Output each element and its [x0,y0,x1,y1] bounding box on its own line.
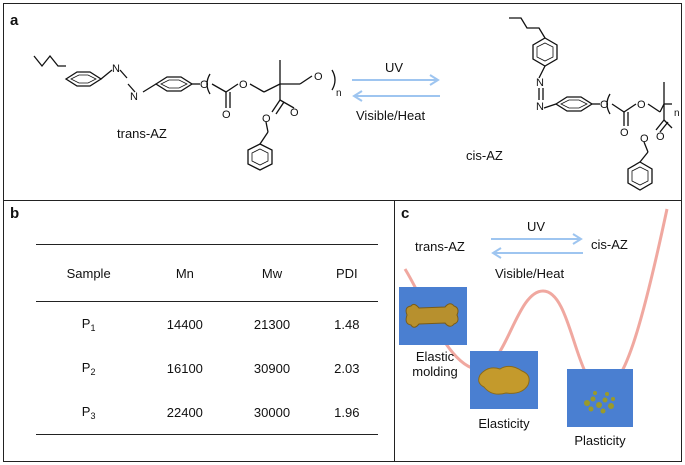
mw-cell: 21300 [253,316,291,332]
mw-cell: 30000 [228,390,316,435]
atom-o11: O [640,133,649,145]
visible-heat-label-a: Visible/Heat [356,108,426,123]
atom-o6: O [262,113,271,125]
panel-b-label: b [10,205,20,222]
panel-c: c UV trans-AZ cis-AZ Visible/Heat [394,200,682,462]
energy-landscape: UV trans-AZ cis-AZ Visible/Heat [403,208,669,391]
cis-az-structure [509,17,673,191]
molecular-weight-table: Sample Mn Mw PDI P1 14400 21300 1.48 P2 … [36,244,378,435]
panel-b: b Sample Mn Mw PDI P1 14400 21300 1.48 P… [3,200,395,462]
trans-az-structure [33,54,336,171]
table-header-row: Sample Mn Mw PDI [36,244,378,302]
sample-cell: P1 [81,315,96,333]
cis-az-label: cis-AZ [466,148,503,163]
mn-cell: 16100 [166,360,203,376]
elastic-molding-label: Elastic molding [412,349,458,379]
table-row: P1 14400 21300 1.48 [36,302,378,347]
energy-curve [403,208,669,391]
header-pdi: PDI [315,244,378,302]
film-sample-icon [478,365,530,395]
trans-az-label: trans-AZ [117,126,167,141]
panel-a: a [3,3,682,201]
mw-cell: 30900 [253,360,291,376]
pdi-cell: 2.03 [334,360,360,376]
sample-cell: P2 [81,359,96,377]
plasticity-photo [567,369,633,427]
trans-az-label-c: trans-AZ [415,239,465,254]
atom-o2: O [222,109,231,121]
table-row: P3 22400 30000 1.96 [36,390,378,435]
header-mn: Mn [141,244,229,302]
plasticity-label: Plasticity [574,433,626,448]
atom-o8: O [620,127,629,139]
equilibrium-arrows [352,74,440,102]
cis-az-label-c: cis-AZ [591,237,628,252]
panel-a-label: a [10,12,19,29]
uv-label-c: UV [527,219,545,234]
elasticity-label: Elasticity [478,416,530,431]
pdi-cell: 1.96 [315,390,378,435]
atom-n1: N [112,63,120,75]
visible-heat-label-c: Visible/Heat [495,266,565,281]
elasticity-photo [470,351,538,409]
header-mw: Mw [228,244,316,302]
panel-c-label: c [401,205,410,222]
bone-sample-icon [405,303,459,328]
structure-scheme: N N O O O O O O n N N O O O O O n UV V [33,17,680,191]
atom-o1: O [200,79,209,91]
elastic-molding-photo [399,287,467,345]
atom-n3: N [536,77,544,89]
subscript-n-cis: n [674,108,680,119]
header-sample: Sample [36,244,142,302]
sample-cell: P3 [36,390,142,435]
pdi-cell: 1.48 [334,316,360,332]
atom-n2: N [130,91,138,103]
atom-o4: O [314,71,323,83]
table-row: P2 16100 30900 2.03 [36,346,378,390]
atom-o3: O [239,79,248,91]
mn-cell: 14400 [166,316,203,332]
atom-n4: N [536,101,544,113]
atom-o7: O [600,99,609,111]
equilibrium-arrows-c [491,233,583,259]
uv-label-a: UV [385,60,403,75]
mn-cell: 22400 [141,390,229,435]
fragments-sample-icon [584,391,615,414]
atom-o5: O [290,107,299,119]
atom-o10: O [656,131,665,143]
atom-o9: O [637,99,646,111]
subscript-n-trans: n [336,88,342,99]
